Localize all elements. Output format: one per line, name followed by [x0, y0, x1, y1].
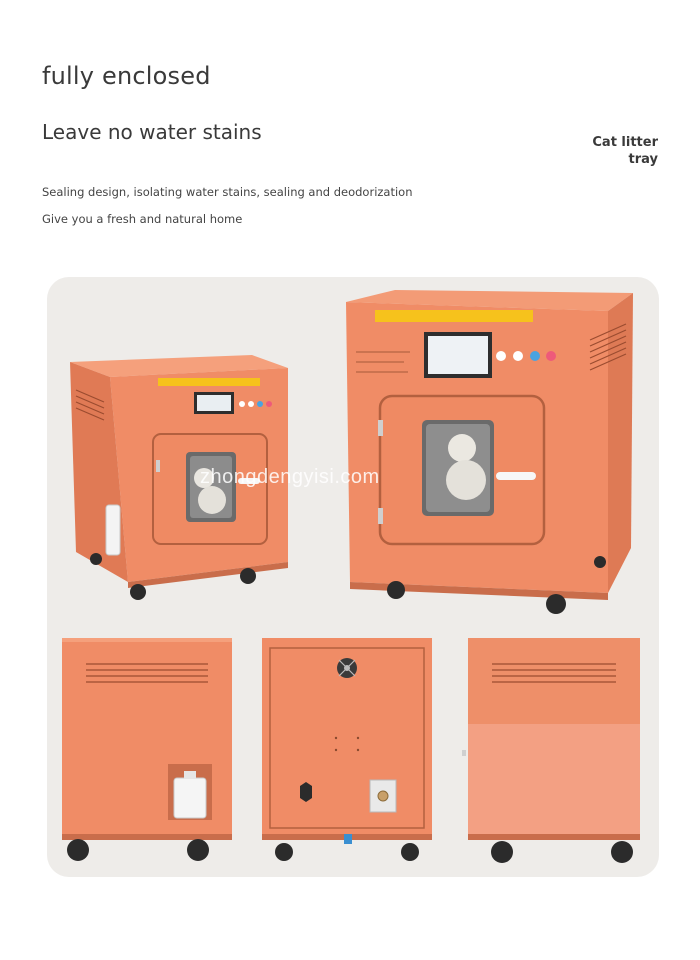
side-label-line-2: tray: [628, 152, 658, 167]
back-view-unit: [262, 638, 432, 861]
description-line-2: Give you a fresh and natural home: [42, 212, 243, 226]
description-line-1: Sealing design, isolating water stains, …: [42, 185, 413, 199]
warning-strip: [158, 378, 260, 386]
page-subtitle: Leave no water stains: [42, 120, 262, 144]
large-dryer-unit: [346, 290, 633, 614]
other-side-view-unit: [462, 638, 640, 863]
power-knob-icon: [300, 782, 312, 802]
fan-icon: [337, 658, 357, 678]
side-view-unit: [62, 638, 232, 861]
drain-port-icon: [369, 779, 397, 813]
page-title: fully enclosed: [42, 62, 211, 90]
side-label-line-1: Cat litter: [592, 135, 658, 150]
side-label: Cat litter tray: [592, 134, 658, 168]
small-dryer-unit: [70, 355, 288, 600]
watermark-text: zhongdengyisi.com: [200, 466, 380, 488]
